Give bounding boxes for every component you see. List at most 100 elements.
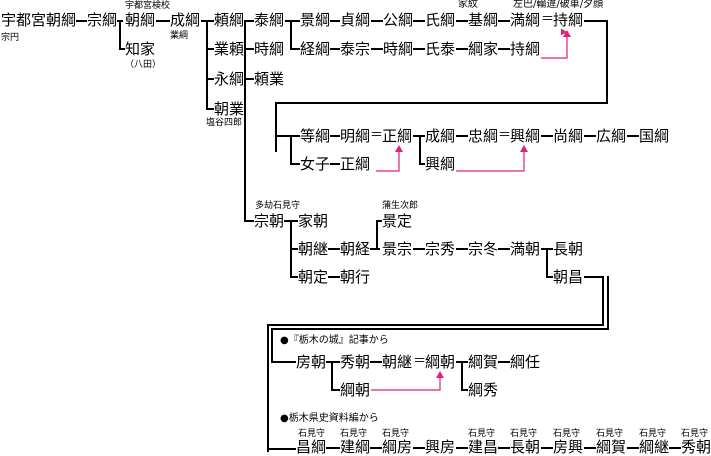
edge — [498, 20, 510, 22]
edge — [456, 135, 468, 137]
adoption-arrow — [541, 28, 568, 59]
node-masatsuna: 正綱 — [382, 127, 413, 145]
edge — [326, 361, 340, 363]
note-tagiwa: 多劫石見守 — [255, 201, 301, 211]
edge — [627, 135, 639, 137]
note-hatta: （八田） — [125, 60, 162, 70]
edge — [413, 248, 425, 250]
node-yorinari: 頼業 — [254, 70, 285, 88]
node-taketsuna: 建綱 — [340, 438, 371, 456]
node-tsunatsugu: 綱継 — [639, 438, 670, 456]
edge — [669, 447, 681, 449]
edge — [271, 328, 609, 330]
node-tsunato: 綱任 — [510, 353, 541, 371]
node-sadatsuna: 貞綱 — [340, 11, 371, 29]
marriage-sign: ＝ — [370, 128, 384, 143]
node-tatemasa: 建昌 — [468, 438, 499, 456]
node-hidetomo: 秀朝 — [340, 353, 371, 371]
edge — [419, 163, 425, 165]
edge — [627, 447, 639, 449]
adoption-arrow — [376, 147, 400, 172]
node-naritsuna: 成綱 — [170, 11, 201, 29]
edge — [330, 163, 340, 165]
edge — [371, 48, 383, 50]
edge — [267, 324, 604, 326]
node-fusaoki: 房興 — [553, 438, 584, 456]
edge — [376, 220, 382, 222]
edge — [584, 20, 608, 22]
node-tomomasa: 朝昌 — [553, 268, 584, 286]
node-hirotsuna: 広綱 — [596, 127, 627, 145]
edge — [606, 20, 608, 104]
edge — [206, 108, 214, 110]
node-ujiyasu: 氏泰 — [425, 40, 456, 58]
edge — [156, 20, 170, 22]
edge — [370, 361, 382, 363]
edge — [275, 102, 608, 104]
note-iwami: 石見守 — [639, 429, 667, 439]
node-tomoie: 知家 — [125, 40, 156, 58]
edge — [244, 20, 246, 220]
note-soen: 宗円 — [1, 33, 20, 43]
edge — [461, 389, 468, 391]
node-tsunahide: 綱秀 — [468, 381, 499, 399]
note-iwami: 石見守 — [596, 429, 624, 439]
note-iwami: 石見守 — [553, 429, 581, 439]
edge — [290, 20, 292, 50]
edge — [370, 447, 382, 449]
node-tomotsugu2: 朝継 — [382, 353, 413, 371]
node-tsunafusa: 綱房 — [382, 438, 413, 456]
node-ujitsuna: 氏綱 — [425, 11, 456, 29]
edge — [275, 135, 300, 137]
node-kintsuna: 公綱 — [383, 11, 414, 29]
edge — [285, 20, 300, 22]
edge — [456, 248, 468, 250]
note-shioya: 塩谷四郎 — [206, 118, 243, 128]
edge — [371, 20, 383, 22]
edge — [456, 48, 468, 50]
edge — [541, 447, 553, 449]
node-tsunaie: 綱家 — [468, 40, 499, 58]
note-sahaba: 左巴/輪違/破車/夕顔 — [513, 0, 604, 10]
edge — [330, 48, 340, 50]
edge — [330, 135, 340, 137]
node-mitsutsuna: 満綱 — [510, 11, 541, 29]
node-hitotsuna: 等綱 — [300, 127, 331, 145]
node-naritsuna2: 成綱 — [425, 127, 456, 145]
node-munehide: 宗秀 — [425, 240, 456, 258]
node-nagatomo: 長朝 — [553, 240, 584, 258]
node-okitsuna2: 興綱 — [425, 155, 456, 173]
edge — [206, 78, 214, 80]
edge — [244, 20, 254, 22]
node-tsunaga2: 綱賀 — [596, 438, 627, 456]
edge — [498, 48, 510, 50]
adoption-arrow — [371, 373, 441, 391]
edge — [607, 276, 609, 330]
node-joshi: 女子 — [300, 155, 331, 173]
edge — [602, 276, 604, 326]
edge — [413, 447, 425, 449]
edge — [413, 48, 425, 50]
edge — [330, 20, 340, 22]
node-tsunatomo: 綱朝 — [425, 353, 456, 371]
node-nagatomo2: 長朝 — [510, 438, 541, 456]
edge — [541, 135, 553, 137]
edge — [331, 389, 340, 391]
edge — [456, 20, 468, 22]
node-tomoyuki: 朝行 — [340, 268, 371, 286]
node-tomosada: 朝定 — [298, 268, 329, 286]
note-kamon: 家紋 — [458, 0, 478, 10]
note-iwami: 石見守 — [510, 429, 538, 439]
node-mototsuna: 基綱 — [468, 11, 499, 29]
edge — [498, 248, 510, 250]
edge — [328, 276, 340, 278]
note-iwami: 石見守 — [681, 429, 709, 439]
node-okifusa: 興房 — [425, 438, 456, 456]
edge — [119, 48, 125, 50]
node-kagemune: 景宗 — [382, 240, 413, 258]
edge — [326, 447, 340, 449]
node-utsunomiya-tomotsuna: 宇都宮朝綱 — [1, 11, 77, 29]
node-tsunatomo2: 綱朝 — [340, 381, 371, 399]
node-ietomo: 家朝 — [298, 212, 329, 230]
